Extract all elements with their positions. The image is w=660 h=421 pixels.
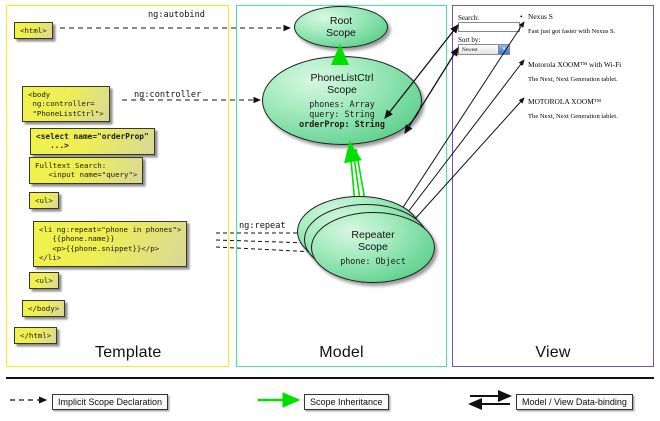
list-item: Nexus S Fast just got faster with Nexus … — [528, 12, 615, 36]
code-box-html-open: <html> — [14, 22, 53, 40]
phone-name: Motorola XOOM™ with Wi-Fi — [528, 60, 621, 69]
chevron-down-icon: ▾ — [498, 45, 509, 54]
code-box-select: <select name="orderProp" ...> — [30, 128, 155, 155]
scope-prop-orderprop: orderProp: String — [299, 119, 385, 129]
code-box-body-open: <body ng:controller= "PhoneListCtrl"> — [22, 86, 110, 123]
phone-snippet: The Next, Next Generation tablet. — [528, 113, 618, 120]
legend-item-implicit-scope-declaration: Implicit Scope Declaration — [52, 394, 169, 410]
search-input[interactable] — [458, 22, 520, 32]
scope-prop-plain: phones: Array query: String — [309, 99, 375, 119]
sort-by-selected-value: Newest — [462, 47, 478, 53]
panel-title-view: View — [535, 344, 571, 361]
list-item: Motorola XOOM™ with Wi-Fi The Next, Next… — [528, 60, 621, 84]
connector-label-controller: ng:controller — [134, 90, 202, 100]
view-search-label: Search: — [458, 14, 479, 22]
code-box-fulltext-search: Fulltext Search: <input name="query"> — [29, 157, 144, 184]
connector-label-repeat: ng:repeat — [239, 221, 286, 231]
phone-snippet: Fast just got faster with Nexus S. — [528, 28, 616, 35]
sort-by-select[interactable]: Newest ▾ — [458, 44, 510, 55]
code-box-ul-close: <ul> — [29, 272, 59, 290]
phone-name: Nexus S — [528, 12, 615, 21]
legend-item-model-view-data-binding: Model / View Data-binding — [516, 394, 633, 410]
scope-repeater-props: phone: Object — [340, 256, 406, 266]
phone-snippet: The Next, Next Generation tablet. — [528, 76, 618, 83]
code-box-li-repeat: <li ng:repeat="phone in phones"> {{phone… — [33, 221, 188, 267]
legend-divider — [6, 377, 654, 379]
phone-name: MOTOROLA XOOM™ — [528, 97, 618, 106]
code-box-html-close: </html> — [14, 327, 58, 345]
code-box-ul-open: <ul> — [29, 192, 59, 210]
legend-item-scope-inheritance: Scope Inheritance — [304, 394, 389, 410]
view-sortby-label: Sort by: — [458, 36, 481, 44]
list-item: MOTOROLA XOOM™ The Next, Next Generation… — [528, 97, 618, 121]
code-box-body-close: </body> — [22, 300, 66, 318]
connector-label-autobind: ng:autobind — [148, 10, 205, 20]
panel-title-template: Template — [95, 344, 162, 361]
panel-title-model: Model — [319, 344, 364, 361]
